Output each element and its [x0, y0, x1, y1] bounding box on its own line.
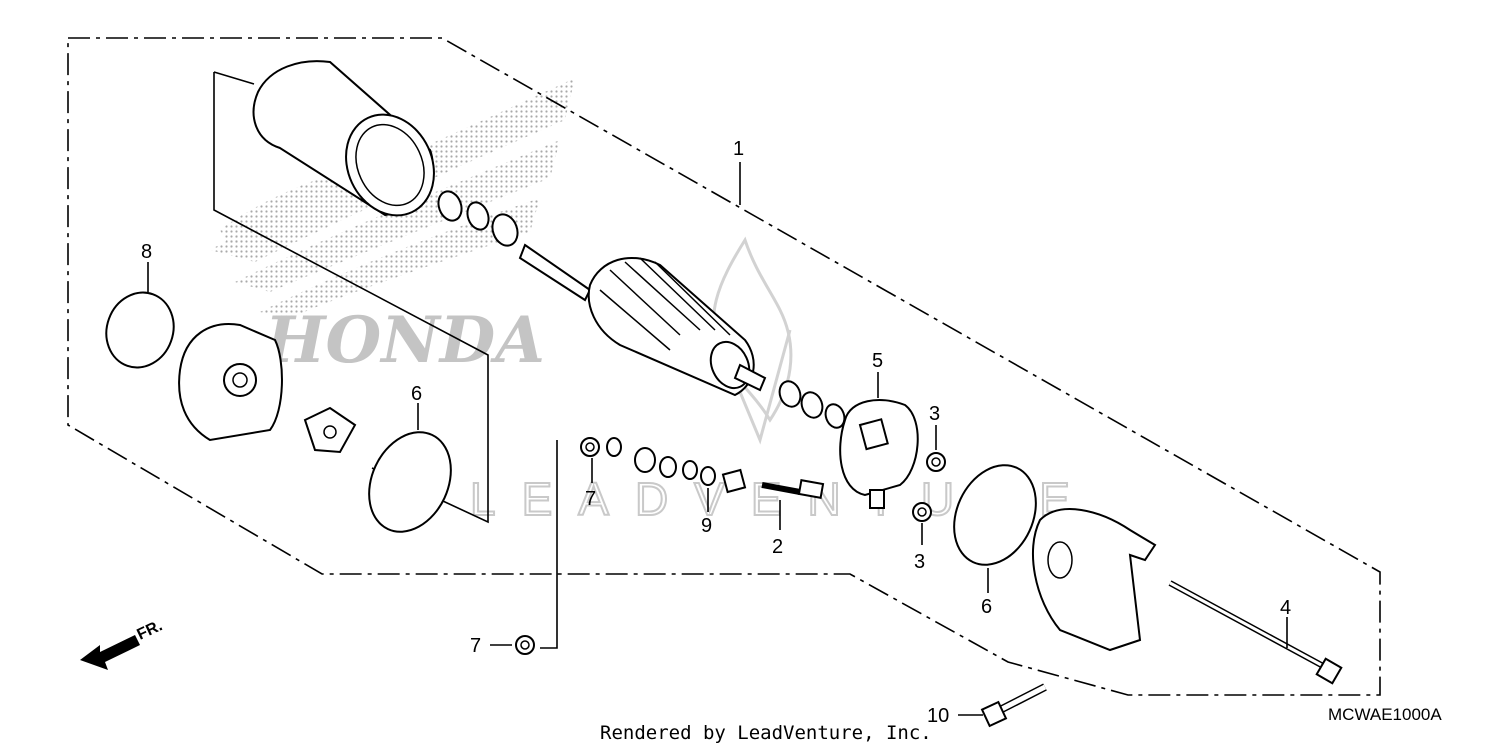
callout-7a: 7	[585, 488, 596, 510]
through-bolt	[1168, 580, 1343, 685]
callout-10: 10	[927, 705, 949, 727]
brush-holder	[839, 399, 919, 509]
assembly-boundary	[67, 37, 1381, 696]
front-cover	[178, 323, 283, 442]
callout-9: 9	[701, 515, 712, 537]
callout-6a: 6	[411, 383, 422, 405]
front-indicator-label: FR.	[135, 617, 166, 643]
reference-code: MCWAE1000A	[1328, 705, 1442, 724]
mounting-bolt	[980, 683, 1047, 728]
callout-7b: 7	[470, 635, 481, 657]
o-ring-right	[953, 464, 1037, 566]
callout-1: 1	[733, 138, 744, 160]
brush-spring-lower	[912, 502, 932, 522]
terminal-washer-set	[606, 437, 698, 480]
terminal-block	[721, 468, 747, 494]
terminal-nut-upper	[580, 437, 600, 457]
yoke-bracket-outline	[213, 71, 489, 524]
callout-8: 8	[141, 241, 152, 263]
callout-3b: 3	[914, 551, 925, 573]
front-direction-arrow: FR.	[80, 617, 165, 670]
callout-5: 5	[872, 350, 883, 372]
callout-6b: 6	[981, 596, 992, 618]
leader-7-bracket	[540, 440, 558, 649]
washer-stack-armature	[778, 380, 846, 429]
armature	[518, 243, 767, 397]
o-ring-left-lower	[368, 431, 452, 533]
rendered-by-footer: Rendered by LeadVenture, Inc.	[600, 722, 932, 744]
terminal-nut-lower	[515, 635, 535, 655]
callout-3a: 3	[929, 403, 940, 425]
washer-stack-upper	[437, 190, 519, 247]
brush-spring-upper	[926, 452, 946, 472]
lock-plate	[303, 406, 357, 454]
starter-case-yoke	[252, 60, 435, 217]
callout-4: 4	[1280, 597, 1291, 619]
rear-cover	[1031, 508, 1157, 652]
o-ring-left	[105, 291, 175, 369]
terminal-bolt	[761, 479, 825, 499]
terminal-insulator	[700, 466, 716, 486]
callout-2: 2	[772, 536, 783, 558]
honda-wordmark-watermark: HONDA	[263, 303, 545, 378]
